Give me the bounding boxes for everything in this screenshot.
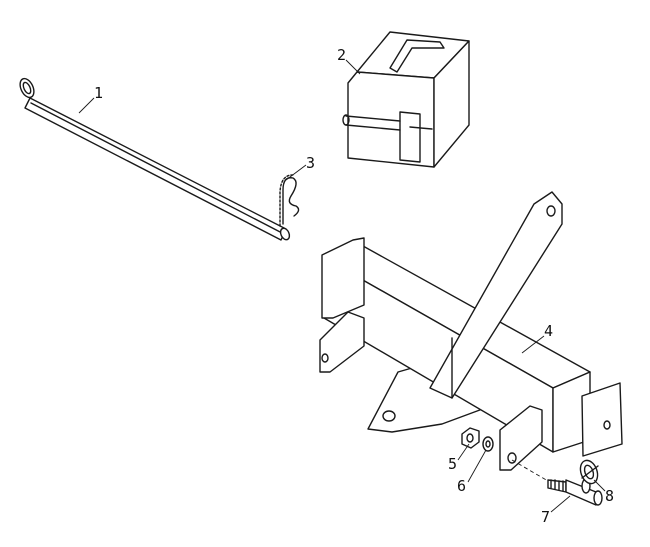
part-2-weight-block bbox=[342, 31, 470, 168]
callout-2: 2 bbox=[337, 46, 346, 64]
callout-1: 1 bbox=[94, 84, 103, 102]
part-1-rod bbox=[19, 77, 291, 241]
callout-3: 3 bbox=[306, 154, 315, 172]
part-5-nut bbox=[461, 427, 480, 449]
part-8-lynch-pin bbox=[579, 459, 599, 485]
callout-8: 8 bbox=[605, 487, 614, 505]
callout-7: 7 bbox=[541, 508, 550, 526]
part-4-hitch-frame bbox=[319, 191, 623, 471]
callout-5: 5 bbox=[448, 455, 457, 473]
part-6-washer bbox=[482, 436, 494, 452]
callout-4: 4 bbox=[544, 322, 553, 340]
part-3-hairpin-clip bbox=[279, 174, 300, 227]
callout-6: 6 bbox=[457, 477, 466, 495]
callout-leaders bbox=[78, 59, 606, 513]
